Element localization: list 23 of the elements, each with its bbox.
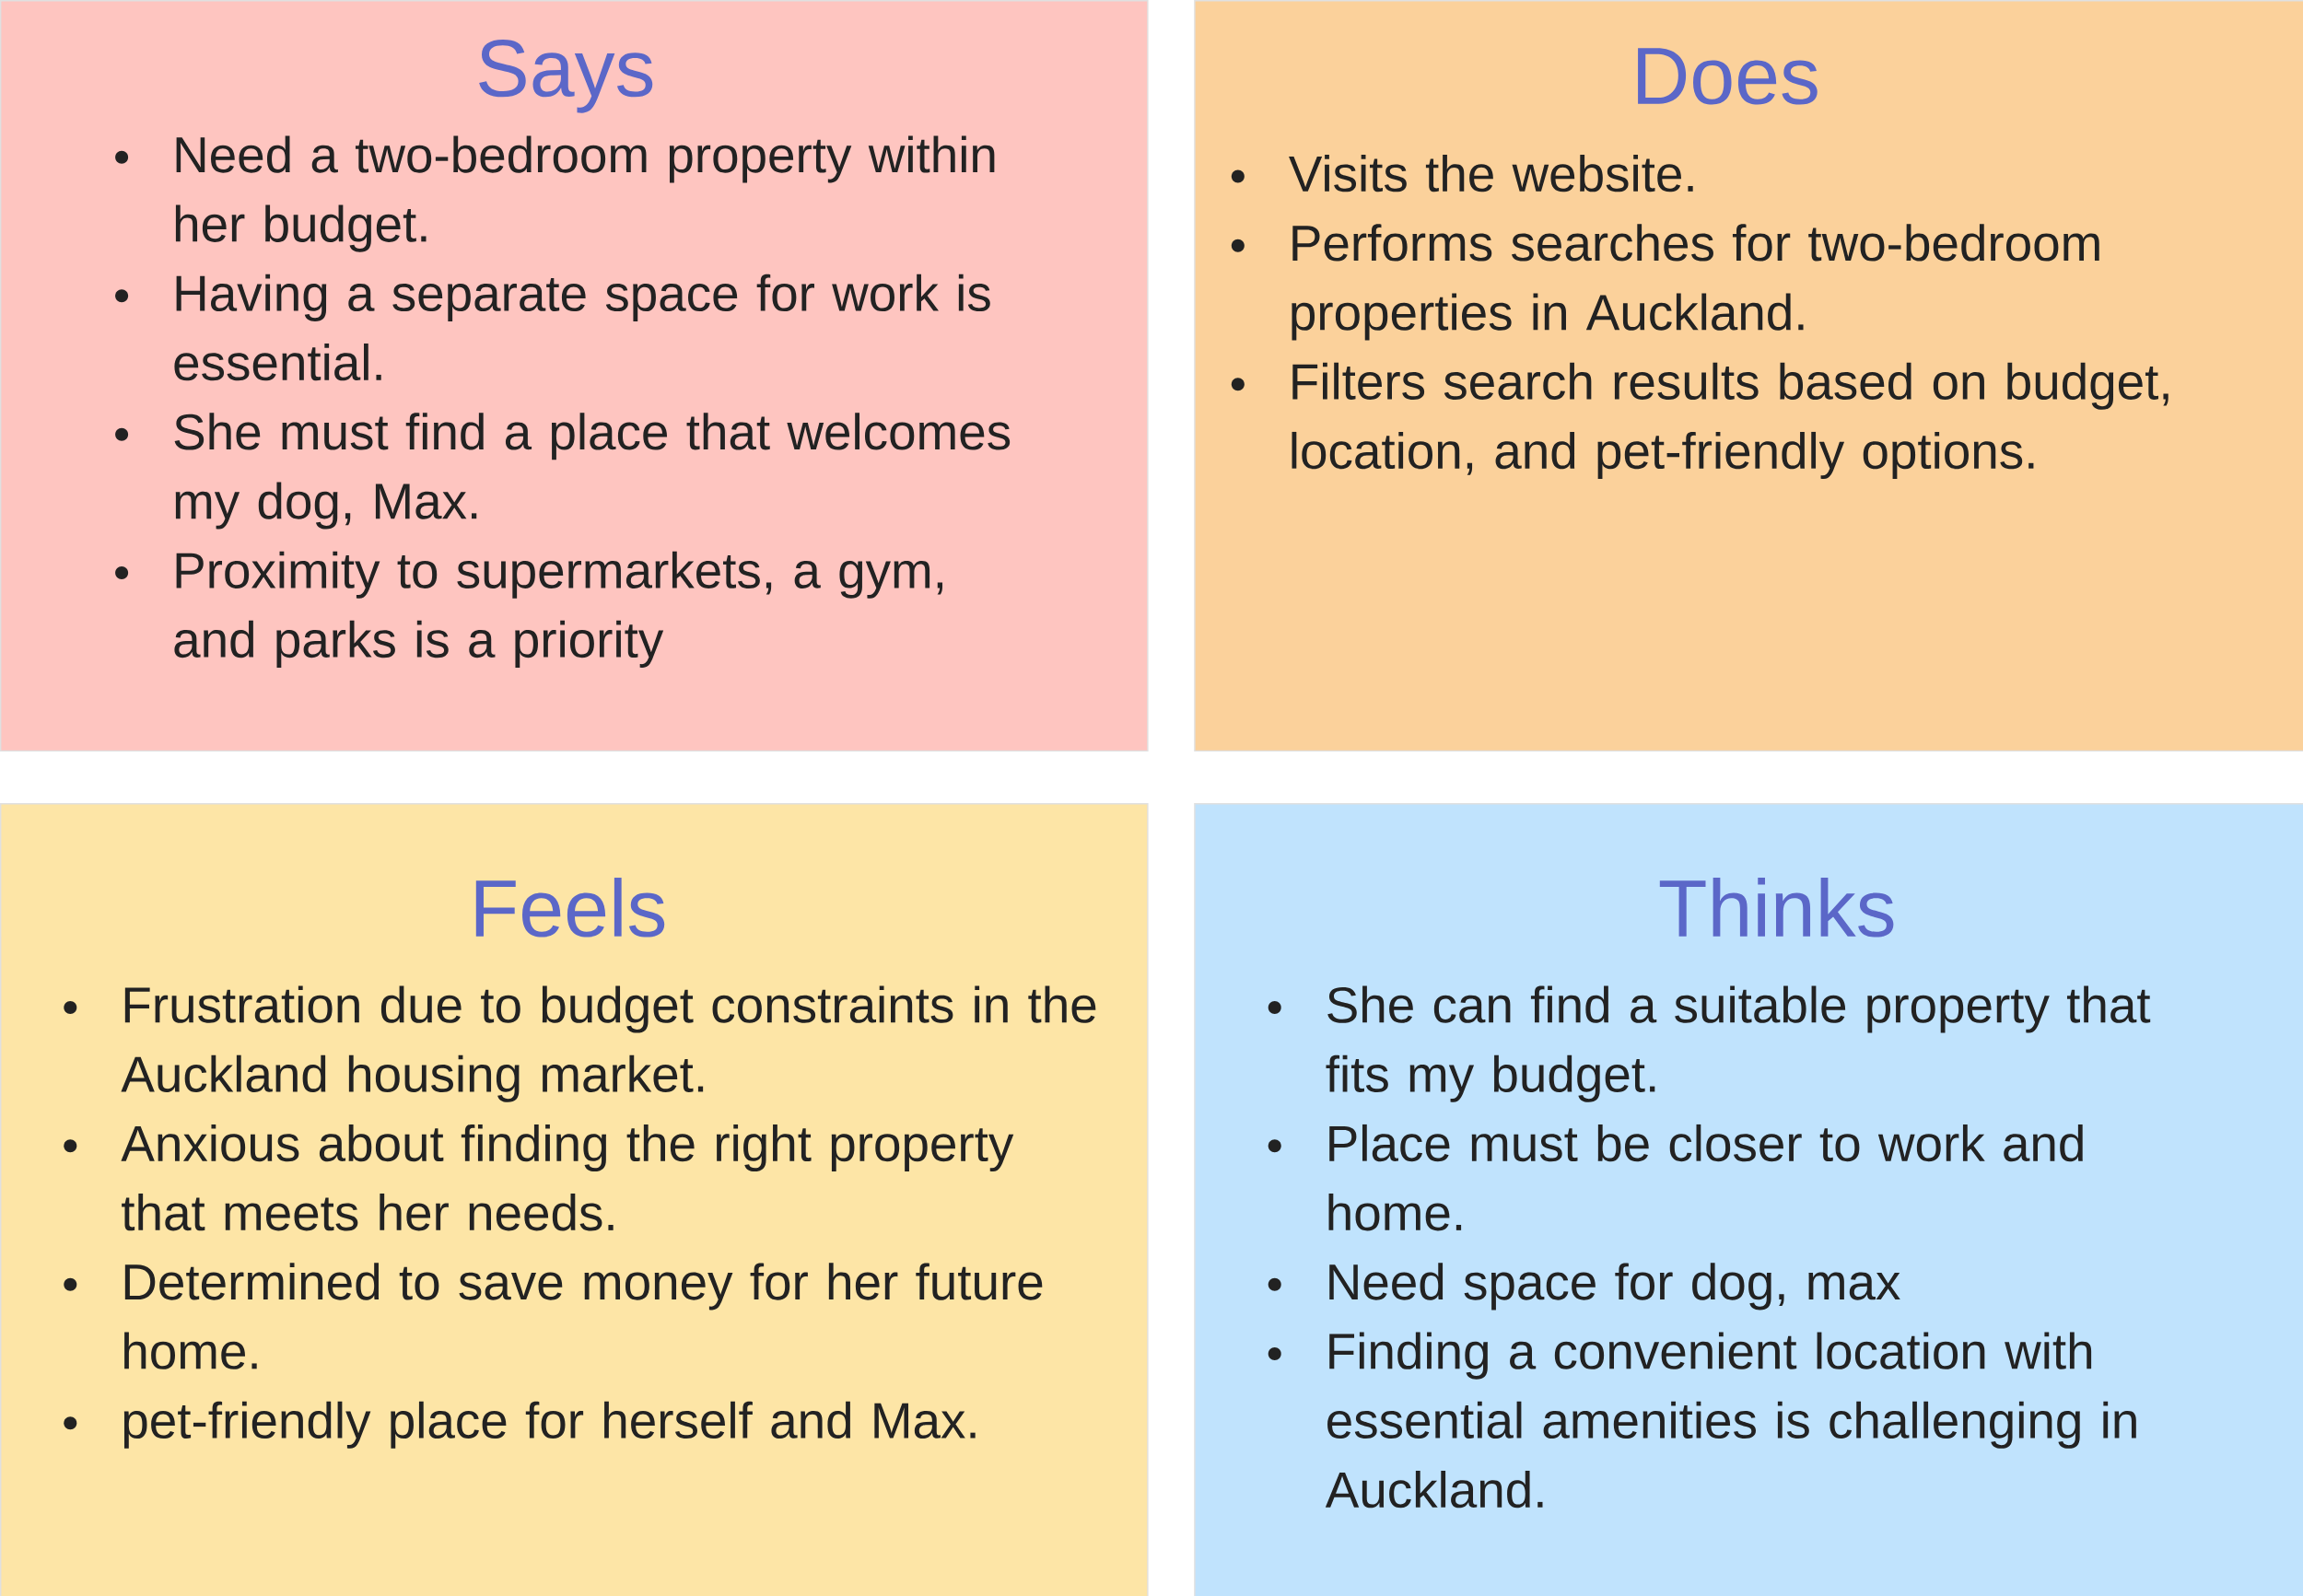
bullet-item: Performs searches for two-bedroom properties in Auckland. xyxy=(1231,224,2099,341)
bullet-item: Need a two-bedroom property within her budget. xyxy=(115,135,995,252)
card-heading: Feels xyxy=(475,878,665,938)
bullet-item: Need space for dog, max xyxy=(1268,1263,1900,1311)
bullet-item: Having a separate space for work is essential. xyxy=(115,274,990,381)
quadrant-card xyxy=(1194,0,2303,752)
bullet-item: Visits the website. xyxy=(1231,155,1693,192)
card-heading: Says xyxy=(479,40,653,113)
bullet-item: She can find a suitable property that fits my budget. xyxy=(1268,985,2151,1102)
bullet-item: Finding a convenient location with essential amenities is challenging in Auckland. xyxy=(1268,1332,2136,1509)
quadrant-card xyxy=(0,803,1149,1596)
bullet-item: Determined to save money for her future home. xyxy=(64,1263,1043,1369)
bullet-item: Anxious about finding the right property that meets her needs. xyxy=(64,1124,1014,1231)
card-heading: Thinks xyxy=(1659,878,1894,938)
bullet-item: Frustration due to budget constraints in the Auckland housing market. xyxy=(64,985,1096,1102)
bullet-item: She must find a place that welcomes my dog, Max. xyxy=(115,413,1011,530)
bullet-item: pet-friendly place for herself and Max. xyxy=(64,1401,976,1449)
quadrant-card xyxy=(1194,803,2303,1596)
quadrant-card xyxy=(0,0,1149,752)
bullet-item: Place must be closer to work and home. xyxy=(1268,1124,2083,1231)
bullet-item: Filters search results based on budget, location, and pet-friendly options. xyxy=(1231,362,2169,479)
card-heading: Does xyxy=(1638,48,1818,105)
bullet-item: Proximity to supermarkets, a gym, and parks is a priority xyxy=(115,551,942,668)
